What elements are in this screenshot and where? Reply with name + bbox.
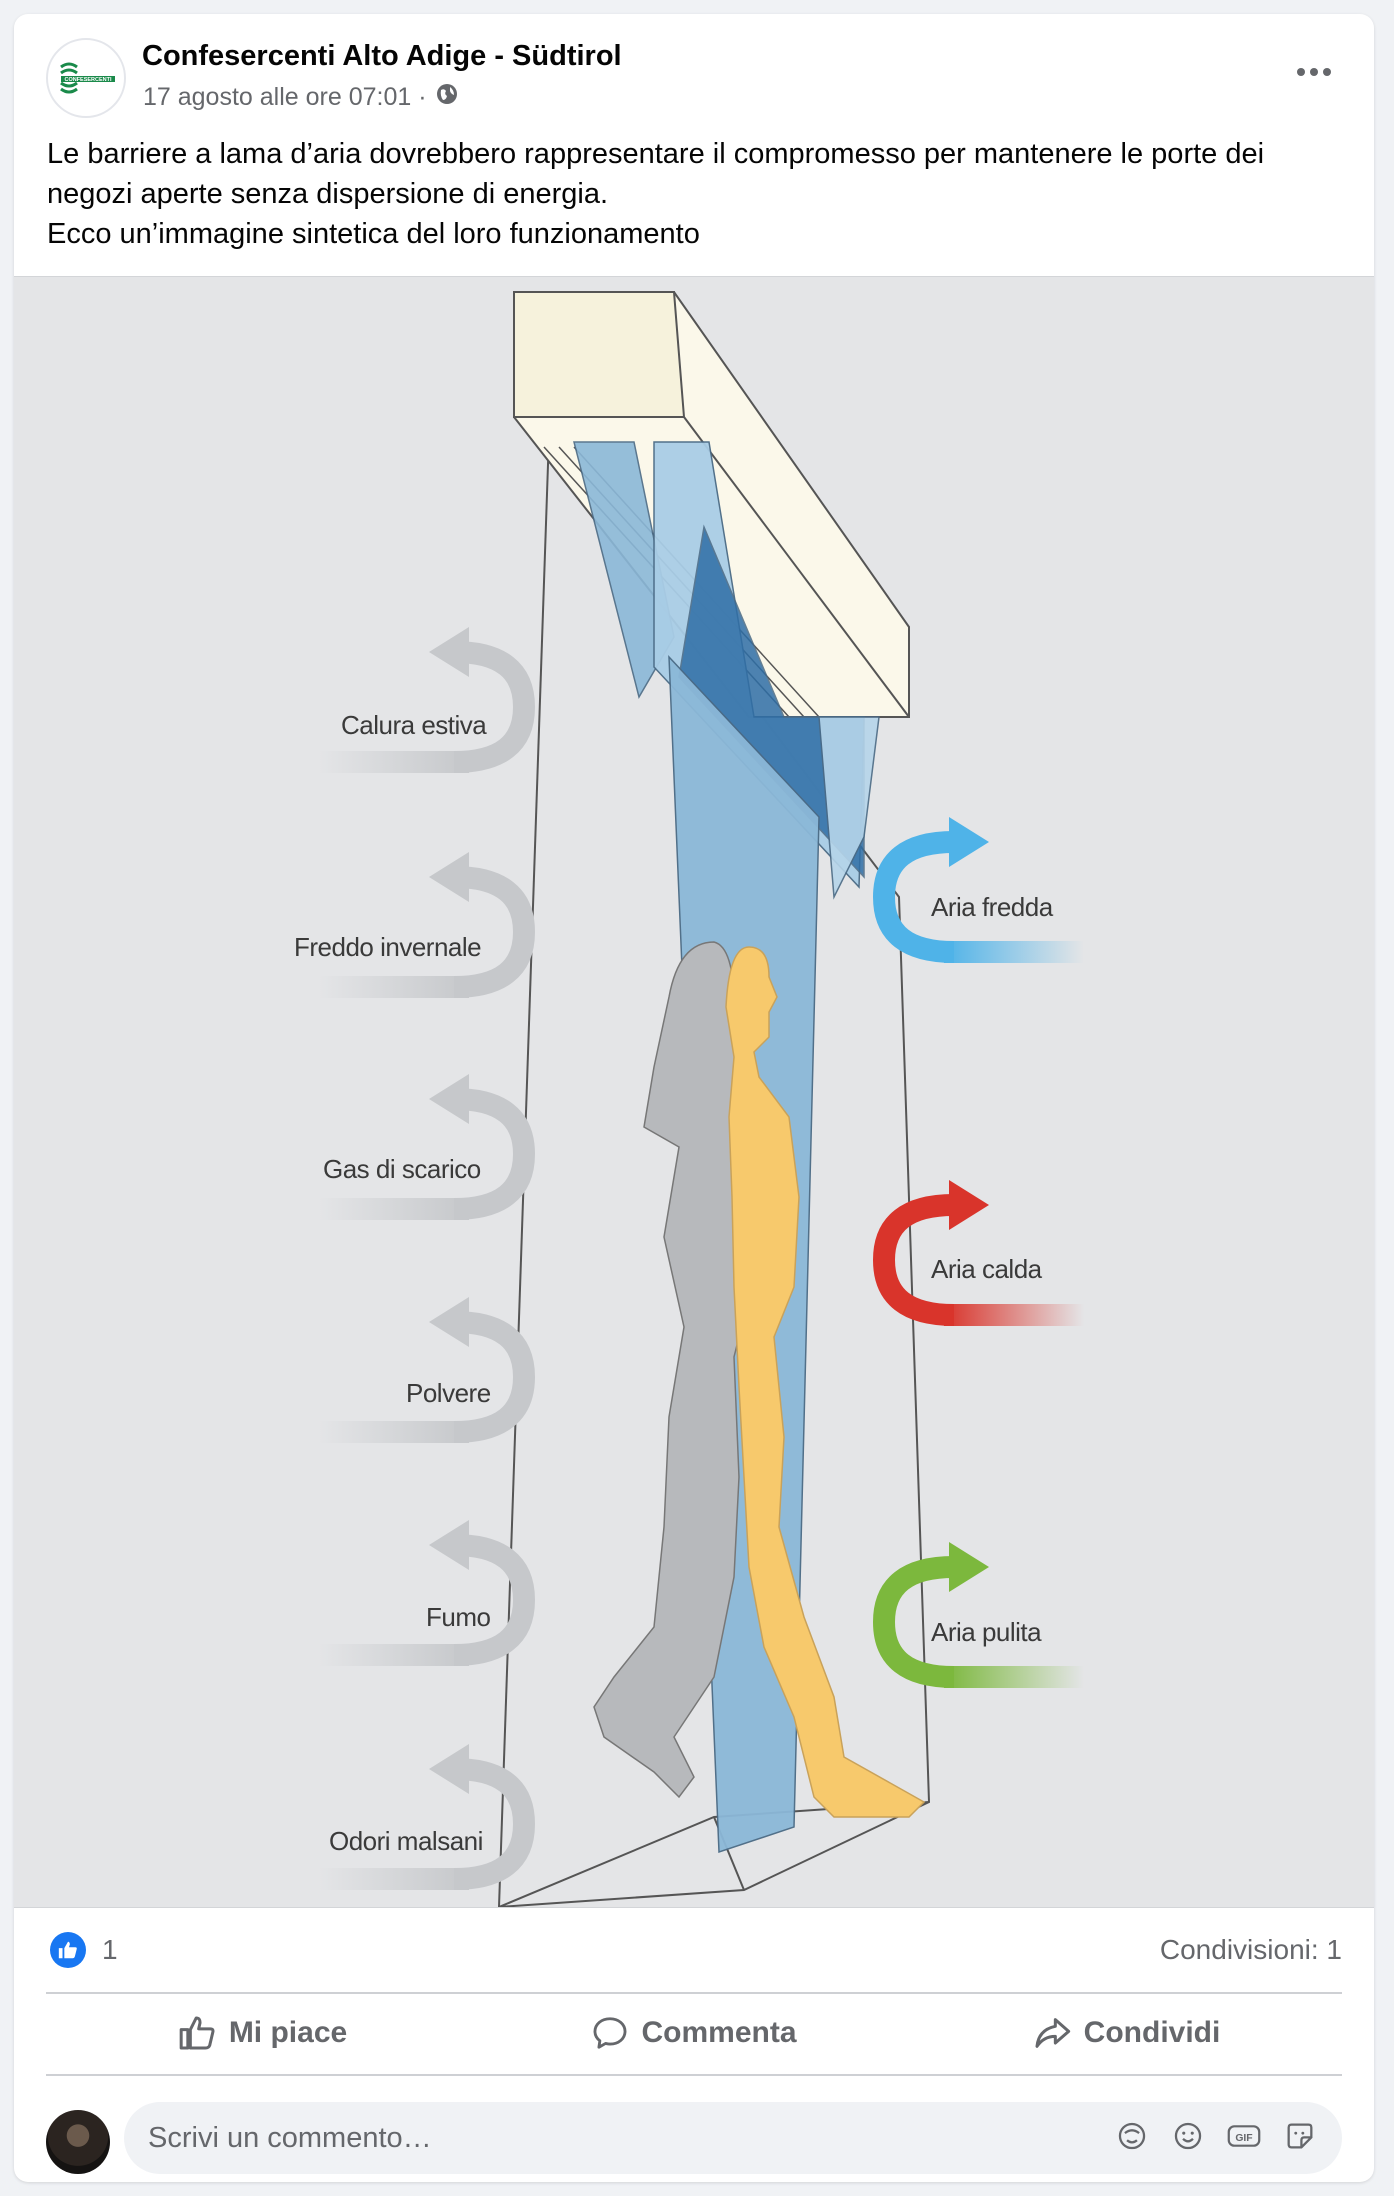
label-freddo-invernale: Freddo invernale <box>294 932 482 962</box>
label-calura-estiva: Calura estiva <box>341 710 487 740</box>
caption-line: Ecco un’immagine sintetica del loro funz… <box>47 218 700 250</box>
post-timestamp[interactable]: 17 agosto alle ore 07:01 · <box>143 83 427 111</box>
user-avatar[interactable] <box>46 2110 110 2174</box>
share-label: Condividi <box>1083 2016 1221 2049</box>
post-card: CONFESERCENTI Confesercenti Alto Adige -… <box>14 14 1374 2182</box>
share-count[interactable]: Condivisioni: 1 <box>1159 1934 1342 1965</box>
right-arrows <box>872 831 955 1688</box>
label-odori-malsani: Odori malsani <box>329 1826 483 1856</box>
left-arrowheads <box>429 627 469 1794</box>
post-caption: Le barriere a lama d’aria dovrebbero rap… <box>47 134 1347 254</box>
avatar-sticker-icon[interactable] <box>1114 2118 1150 2154</box>
svg-text:GIF: GIF <box>1235 2133 1252 2144</box>
comment-label: Commenta <box>641 2016 797 2049</box>
yellow-silhouette <box>725 946 926 1818</box>
left-fade-bars <box>319 751 469 1890</box>
label-aria-fredda: Aria fredda <box>931 892 1053 922</box>
share-icon <box>1035 2018 1070 2048</box>
like-button[interactable]: Mi piace <box>46 1994 478 2072</box>
like-label: Mi piace <box>228 2016 348 2049</box>
divider <box>46 1992 1342 1994</box>
left-arrows <box>453 641 536 1890</box>
comment-box: GIF <box>124 2102 1342 2174</box>
caption-line: Le barriere a lama d’aria dovrebbero rap… <box>47 138 1265 210</box>
sticker-icon[interactable] <box>1282 2118 1318 2154</box>
confesercenti-logo-icon: CONFESERCENTI <box>60 62 115 94</box>
label-aria-pulita: Aria pulita <box>931 1617 1042 1647</box>
globe-icon <box>435 82 459 113</box>
logo-text: CONFESERCENTI <box>64 77 112 83</box>
share-button[interactable]: Condividi <box>910 1994 1342 2072</box>
label-aria-calda: Aria calda <box>931 1254 1042 1284</box>
post-meta: 17 agosto alle ore 07:01 · <box>143 82 459 113</box>
post-header: CONFESERCENTI Confesercenti Alto Adige -… <box>14 14 1374 124</box>
composer-icons: GIF <box>1114 2118 1318 2154</box>
post-image[interactable]: Calura estiva Freddo invernale Gas di sc… <box>14 276 1374 1908</box>
reactions-row: 1 Condivisioni: 1 <box>14 1908 1374 1988</box>
gif-icon[interactable]: GIF <box>1226 2118 1262 2154</box>
label-fumo: Fumo <box>426 1602 491 1632</box>
label-gas-di-scarico: Gas di scarico <box>323 1154 481 1184</box>
comment-composer: GIF <box>14 2084 1374 2182</box>
post-author[interactable]: Confesercenti Alto Adige - Südtirol <box>142 40 622 72</box>
comment-button[interactable]: Commenta <box>478 1994 910 2072</box>
right-arrowheads <box>944 817 1084 1688</box>
divider <box>46 2074 1342 2076</box>
thumbs-up-icon <box>179 2016 215 2050</box>
air-curtain-diagram <box>319 291 1084 1907</box>
like-reaction-icon[interactable] <box>50 1932 86 1968</box>
comment-icon <box>594 2017 627 2049</box>
like-count[interactable]: 1 <box>102 1934 118 1965</box>
more-horizontal-icon <box>1297 68 1331 76</box>
label-polvere: Polvere <box>406 1378 491 1408</box>
more-options-button[interactable] <box>1286 52 1342 92</box>
emoji-icon[interactable] <box>1170 2118 1206 2154</box>
post-actions: Mi piace Commenta Condividi <box>46 1994 1342 2072</box>
page-avatar[interactable]: CONFESERCENTI <box>46 38 126 118</box>
comment-input[interactable] <box>124 2102 1124 2174</box>
